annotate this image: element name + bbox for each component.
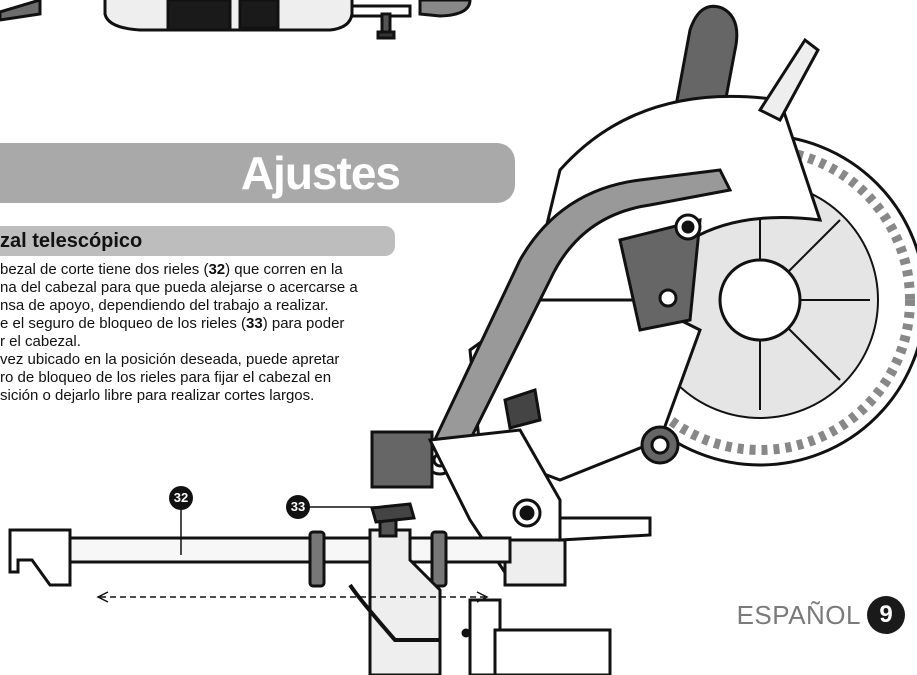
- body-line: nsa de apoyo, dependiendo del trabajo a …: [0, 297, 395, 315]
- callout-lock-number: 33: [290, 499, 306, 514]
- rail-assembly: [8, 516, 652, 675]
- body-text-run: ) para poder: [262, 315, 345, 332]
- body-paragraph: bezal de corte tiene dos rieles (32) que…: [0, 261, 395, 405]
- body-line: e el seguro de bloqueo de los rieles (33…: [0, 315, 395, 333]
- body-text-run: r el cabezal.: [0, 333, 81, 350]
- callout-badges: [169, 486, 310, 519]
- body-line: sición o dejarlo libre para realizar cor…: [0, 387, 395, 405]
- travel-arrow: [96, 591, 489, 603]
- page-number: 9: [867, 596, 905, 634]
- callout-leaders: [180, 506, 378, 555]
- body-line: ro de bloqueo de los rieles para fijar e…: [0, 369, 395, 387]
- dust-port: [640, 425, 680, 465]
- page-footer: ESPAÑOL 9: [737, 592, 905, 638]
- body-line: vez ubicado en la posición deseada, pued…: [0, 351, 395, 369]
- body-text-run: nsa de apoyo, dependiendo del trabajo a …: [0, 297, 329, 314]
- body-text-run: vez ubicado en la posición deseada, pued…: [0, 351, 340, 368]
- pivot-bracket: [370, 428, 567, 587]
- body-text-run: na del cabezal para que pueda alejarse o…: [0, 279, 358, 296]
- top-partial-illustration: [0, 0, 472, 40]
- section-banner: [0, 226, 395, 256]
- page-title: Ajustes: [240, 147, 401, 199]
- body-text-run: ro de bloqueo de los rieles para fijar e…: [0, 369, 332, 386]
- body-text-run: ) que corren en la: [225, 261, 343, 278]
- reference-number: 33: [246, 315, 263, 332]
- title-banner: [0, 143, 515, 203]
- rail-lock-knob: [370, 502, 416, 538]
- body-line: r el cabezal.: [0, 333, 395, 351]
- motor-housing: [468, 213, 702, 482]
- body-line: bezal de corte tiene dos rieles (32) que…: [0, 261, 395, 279]
- callout-rails-number: 32: [173, 490, 189, 505]
- language-label: ESPAÑOL: [736, 599, 861, 630]
- body-text-run: sición o dejarlo libre para realizar cor…: [0, 387, 315, 404]
- body-text-run: e el seguro de bloqueo de los rieles (: [0, 315, 246, 332]
- reference-number: 32: [208, 261, 226, 278]
- body-line: na del cabezal para que pueda alejarse o…: [0, 279, 395, 297]
- body-text-run: bezal de corte tiene dos rieles (: [0, 261, 209, 278]
- section-title: zal telescópico: [0, 230, 143, 252]
